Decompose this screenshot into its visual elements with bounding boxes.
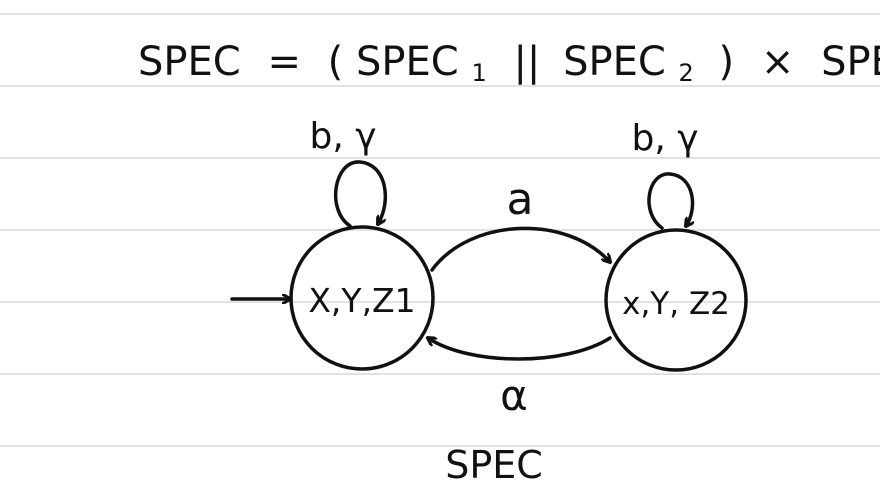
- state-circle-2: [604, 228, 748, 372]
- equation-lhs: SPEC: [138, 39, 241, 85]
- self-loop-label-2: b, γ: [631, 118, 698, 159]
- transition-2-to-1: [428, 338, 612, 361]
- equation-equals: =: [267, 39, 301, 85]
- state-label-2: x,Y, Z2: [622, 286, 730, 322]
- transition-label-bottom: α: [500, 371, 528, 420]
- state-label-1: X,Y,Z1: [308, 281, 415, 320]
- equation-specg: SPEC: [821, 39, 880, 85]
- equation-spec2: SPEC: [563, 39, 666, 85]
- diagram-caption: SPEC: [445, 443, 543, 487]
- equation-open-paren: (: [328, 39, 344, 85]
- equation-sub2: 2: [679, 59, 694, 87]
- self-loop-2: [647, 172, 693, 230]
- self-loop-1: [334, 160, 387, 228]
- equation-sub1: 1: [471, 59, 486, 87]
- state-circle-1: [289, 225, 435, 371]
- transition-1-to-2: [430, 226, 610, 272]
- equation-close-paren: ): [719, 39, 735, 85]
- equation: SPEC = ( SPEC 1 || SPEC 2 ) × SPEC g: [138, 39, 880, 91]
- equation-parallel: ||: [513, 39, 540, 85]
- self-loop-label-1: b, γ: [309, 116, 376, 157]
- equation-spec1: SPEC: [356, 39, 459, 85]
- transition-label-top: a: [507, 174, 534, 225]
- equation-times: ×: [761, 39, 795, 85]
